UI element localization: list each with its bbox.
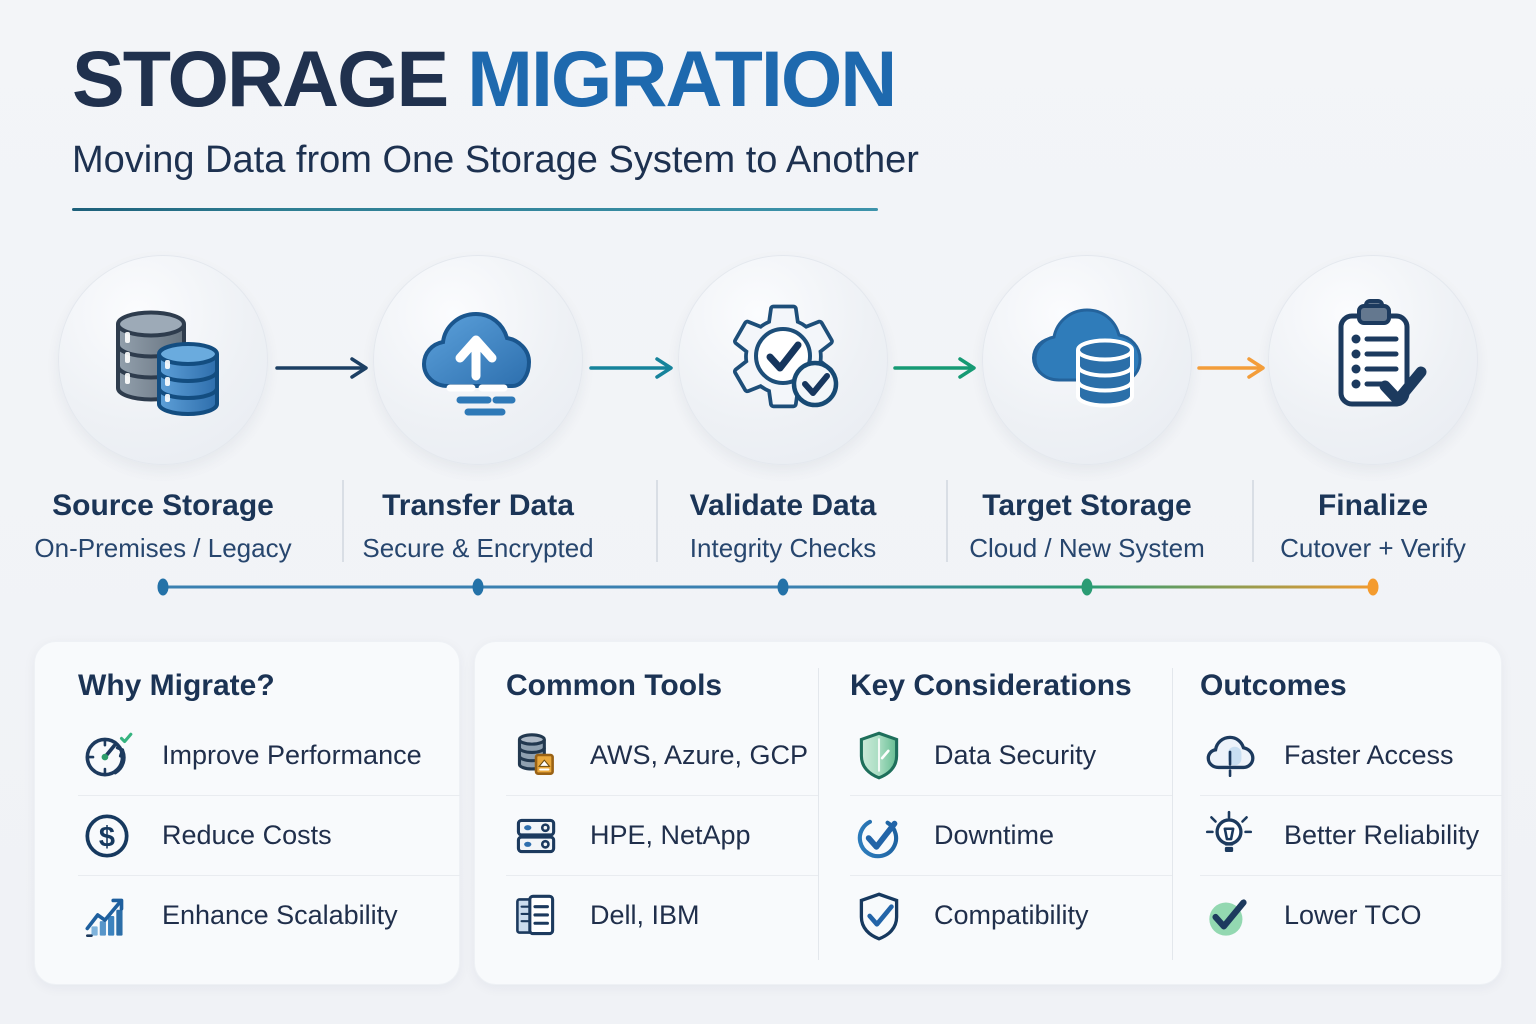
lightbulb-icon xyxy=(1200,807,1258,865)
column-divider xyxy=(818,668,819,960)
step-circle xyxy=(58,255,268,465)
panel-key-considerations: Key Considerations Data Secu xyxy=(818,641,1172,985)
list-item-label: Data Security xyxy=(934,739,1097,770)
cloud-upload-icon xyxy=(408,288,548,433)
panel-common-tools: Common Tools AWS, Azure, GCP xyxy=(474,641,818,985)
shield-security-icon xyxy=(850,726,908,784)
list-item-label: Enhance Scalability xyxy=(162,900,398,930)
panel-title: Why Migrate? xyxy=(78,669,275,702)
step-circle xyxy=(373,255,583,465)
page-title-primary: STORAGE xyxy=(72,34,449,123)
gear-check-icon xyxy=(713,288,853,433)
panel-why-migrate: Why Migrate? Improve Pe xyxy=(34,641,460,985)
details-card xyxy=(474,641,1502,985)
cloud-icon xyxy=(1200,726,1258,784)
database-stack-icon xyxy=(93,288,233,433)
shield-check-icon xyxy=(850,887,908,945)
step-label-divider xyxy=(342,480,344,562)
list-item-label: Downtime xyxy=(934,820,1055,850)
list-item-label: Compatibility xyxy=(934,900,1089,930)
step-subtitle: Secure & Encrypted xyxy=(362,533,594,563)
step-title: Transfer Data xyxy=(382,489,574,522)
check-badge-icon xyxy=(1200,887,1258,945)
list-item-label: Better Reliability xyxy=(1284,820,1480,850)
step-subtitle: Cutover + Verify xyxy=(1280,533,1466,563)
speedometer-icon xyxy=(78,726,136,784)
timeline-dot xyxy=(1081,578,1093,596)
step-subtitle: Cloud / New System xyxy=(969,533,1205,563)
step-label-divider xyxy=(656,480,658,562)
process-step-transfer-data: Transfer Data Secure & Encrypted xyxy=(328,255,628,564)
step-title: Source Storage xyxy=(52,489,274,522)
list-item: Dell, IBM xyxy=(506,875,818,955)
clipboard-check-icon xyxy=(1303,288,1443,433)
svg-text:$: $ xyxy=(99,821,115,853)
documents-icon xyxy=(506,887,564,945)
growth-chart-icon xyxy=(78,887,136,945)
timeline-dot xyxy=(157,578,169,596)
page-title-secondary: MIGRATION xyxy=(467,34,897,123)
panel-title: Common Tools xyxy=(506,669,723,702)
step-circle xyxy=(1268,255,1478,465)
list-item: Faster Access xyxy=(1200,715,1502,795)
list-item-label: HPE, NetApp xyxy=(590,820,751,850)
process-step-target-storage: Target Storage Cloud / New System xyxy=(937,255,1237,564)
page-title: STORAGE MIGRATION xyxy=(72,37,919,121)
list-item: $ Reduce Costs xyxy=(78,795,460,875)
list-item: Better Reliability xyxy=(1200,795,1502,875)
database-file-icon xyxy=(506,726,564,784)
list-item: AWS, Azure, GCP xyxy=(506,715,818,795)
list-item: Enhance Scalability xyxy=(78,875,460,955)
list-item-label: Reduce Costs xyxy=(162,820,332,850)
server-rack-icon xyxy=(506,807,564,865)
timeline-dot xyxy=(472,578,484,596)
timeline xyxy=(157,578,1379,596)
list-item-label: Faster Access xyxy=(1284,739,1454,770)
list-item-label: Lower TCO xyxy=(1284,900,1422,930)
step-circle xyxy=(678,255,888,465)
list-item: Compatibility xyxy=(850,875,1172,955)
list-item: Improve Performance xyxy=(78,715,460,795)
step-label-divider xyxy=(1252,480,1254,562)
step-title: Validate Data xyxy=(689,489,877,522)
header-underline xyxy=(72,207,878,211)
dollar-circle-icon: $ xyxy=(78,807,136,865)
process-step-finalize: Finalize Cutover + Verify xyxy=(1223,255,1523,564)
step-label-divider xyxy=(946,480,948,562)
check-circle-icon xyxy=(850,807,908,865)
panel-title: Outcomes xyxy=(1200,669,1347,702)
process-step-validate-data: Validate Data Integrity Checks xyxy=(633,255,933,564)
panel-outcomes: Outcomes Faster Access xyxy=(1172,641,1502,985)
step-subtitle: Integrity Checks xyxy=(689,533,877,563)
list-item: HPE, NetApp xyxy=(506,795,818,875)
timeline-dot xyxy=(1367,578,1379,596)
list-item-label: Dell, IBM xyxy=(590,900,700,930)
panel-title: Key Considerations xyxy=(850,669,1132,702)
step-title: Finalize xyxy=(1317,489,1429,522)
column-divider xyxy=(1172,668,1173,960)
step-subtitle: On-Premises / Legacy xyxy=(34,533,292,563)
cloud-database-icon xyxy=(1017,288,1157,433)
list-item-label: AWS, Azure, GCP xyxy=(590,739,809,770)
header: STORAGE MIGRATION Moving Data from One S… xyxy=(72,37,919,211)
page-subtitle: Moving Data from One Storage System to A… xyxy=(72,138,919,181)
timeline-dot xyxy=(777,578,789,596)
list-item: Lower TCO xyxy=(1200,875,1502,955)
list-item-label: Improve Performance xyxy=(162,739,422,770)
list-item: Data Security xyxy=(850,715,1172,795)
step-circle xyxy=(982,255,1192,465)
step-title: Target Storage xyxy=(982,489,1192,522)
process-step-source-storage: Source Storage On-Premises / Legacy xyxy=(13,255,313,564)
list-item: Downtime xyxy=(850,795,1172,875)
